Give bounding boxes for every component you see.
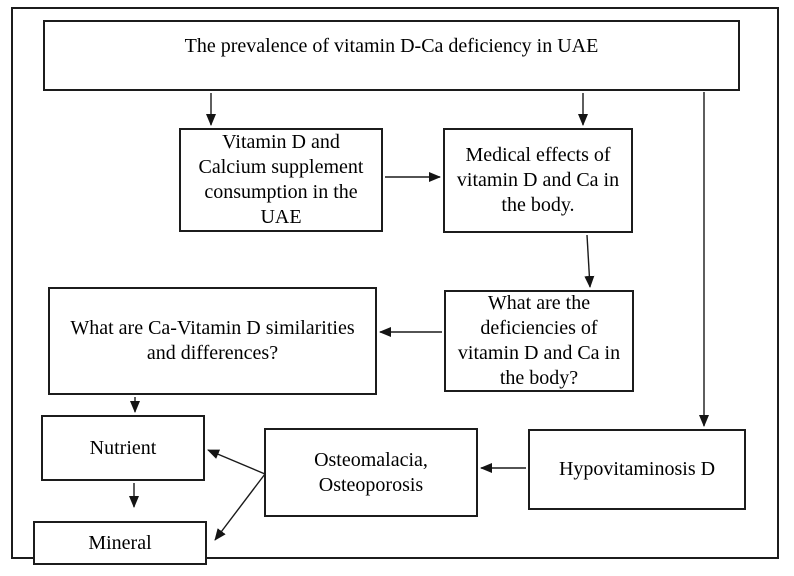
figure-border xyxy=(11,7,779,559)
node-osteomalacia-osteoporosis: Osteomalacia, Osteoporosis xyxy=(264,428,478,517)
node-similarities-differences: What are Ca-Vitamin D similarities and d… xyxy=(48,287,377,395)
node-medical-effects: Medical effects of vitamin D and Ca in t… xyxy=(443,128,633,233)
node-hypovitaminosis: Hypovitaminosis D xyxy=(528,429,746,510)
node-supplement-consumption: Vitamin D and Calcium supplement consump… xyxy=(179,128,383,232)
node-prevalence: The prevalence of vitamin D-Ca deficienc… xyxy=(43,20,740,91)
node-deficiencies: What are the deficiencies of vitamin D a… xyxy=(444,290,634,392)
node-mineral: Mineral xyxy=(33,521,207,565)
node-nutrient: Nutrient xyxy=(41,415,205,481)
